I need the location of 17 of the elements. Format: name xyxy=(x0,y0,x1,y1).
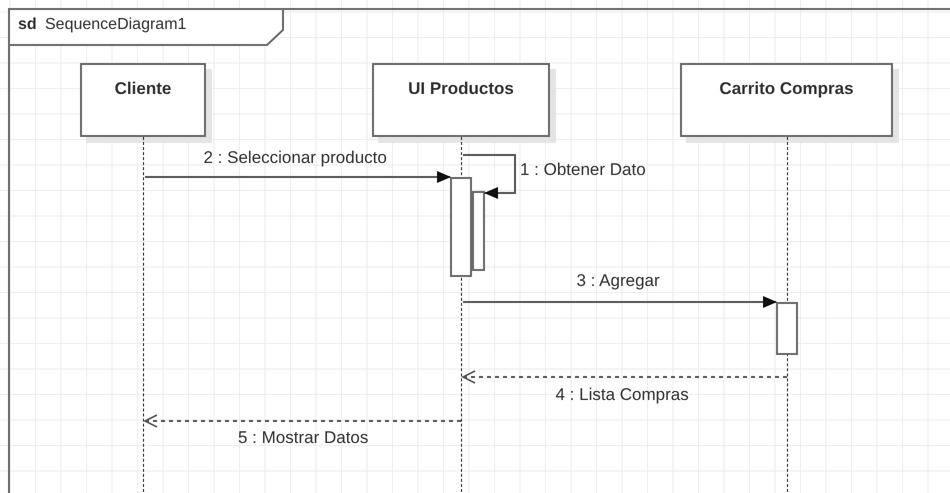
activation-bar xyxy=(450,177,472,277)
message-arrow xyxy=(463,154,516,199)
frame-title: SequenceDiagram1 xyxy=(45,16,186,34)
return-message-arrow xyxy=(462,370,787,384)
message-label: 5 : Mostrar Datos xyxy=(238,428,368,448)
message-arrow xyxy=(145,171,451,183)
message-label: 2 : Seleccionar producto xyxy=(204,148,387,168)
lifeline xyxy=(143,137,145,493)
return-message-arrow xyxy=(144,414,461,428)
activation-bar xyxy=(776,302,798,355)
frame-keyword: sd xyxy=(18,16,37,34)
message-label: 3 : Agregar xyxy=(576,271,660,291)
message-arrow xyxy=(463,296,777,308)
activation-bar xyxy=(472,191,485,271)
diagram-frame xyxy=(8,8,950,493)
message-label: 4 : Lista Compras xyxy=(556,385,689,405)
message-label: 1 : Obtener Dato xyxy=(520,160,646,180)
